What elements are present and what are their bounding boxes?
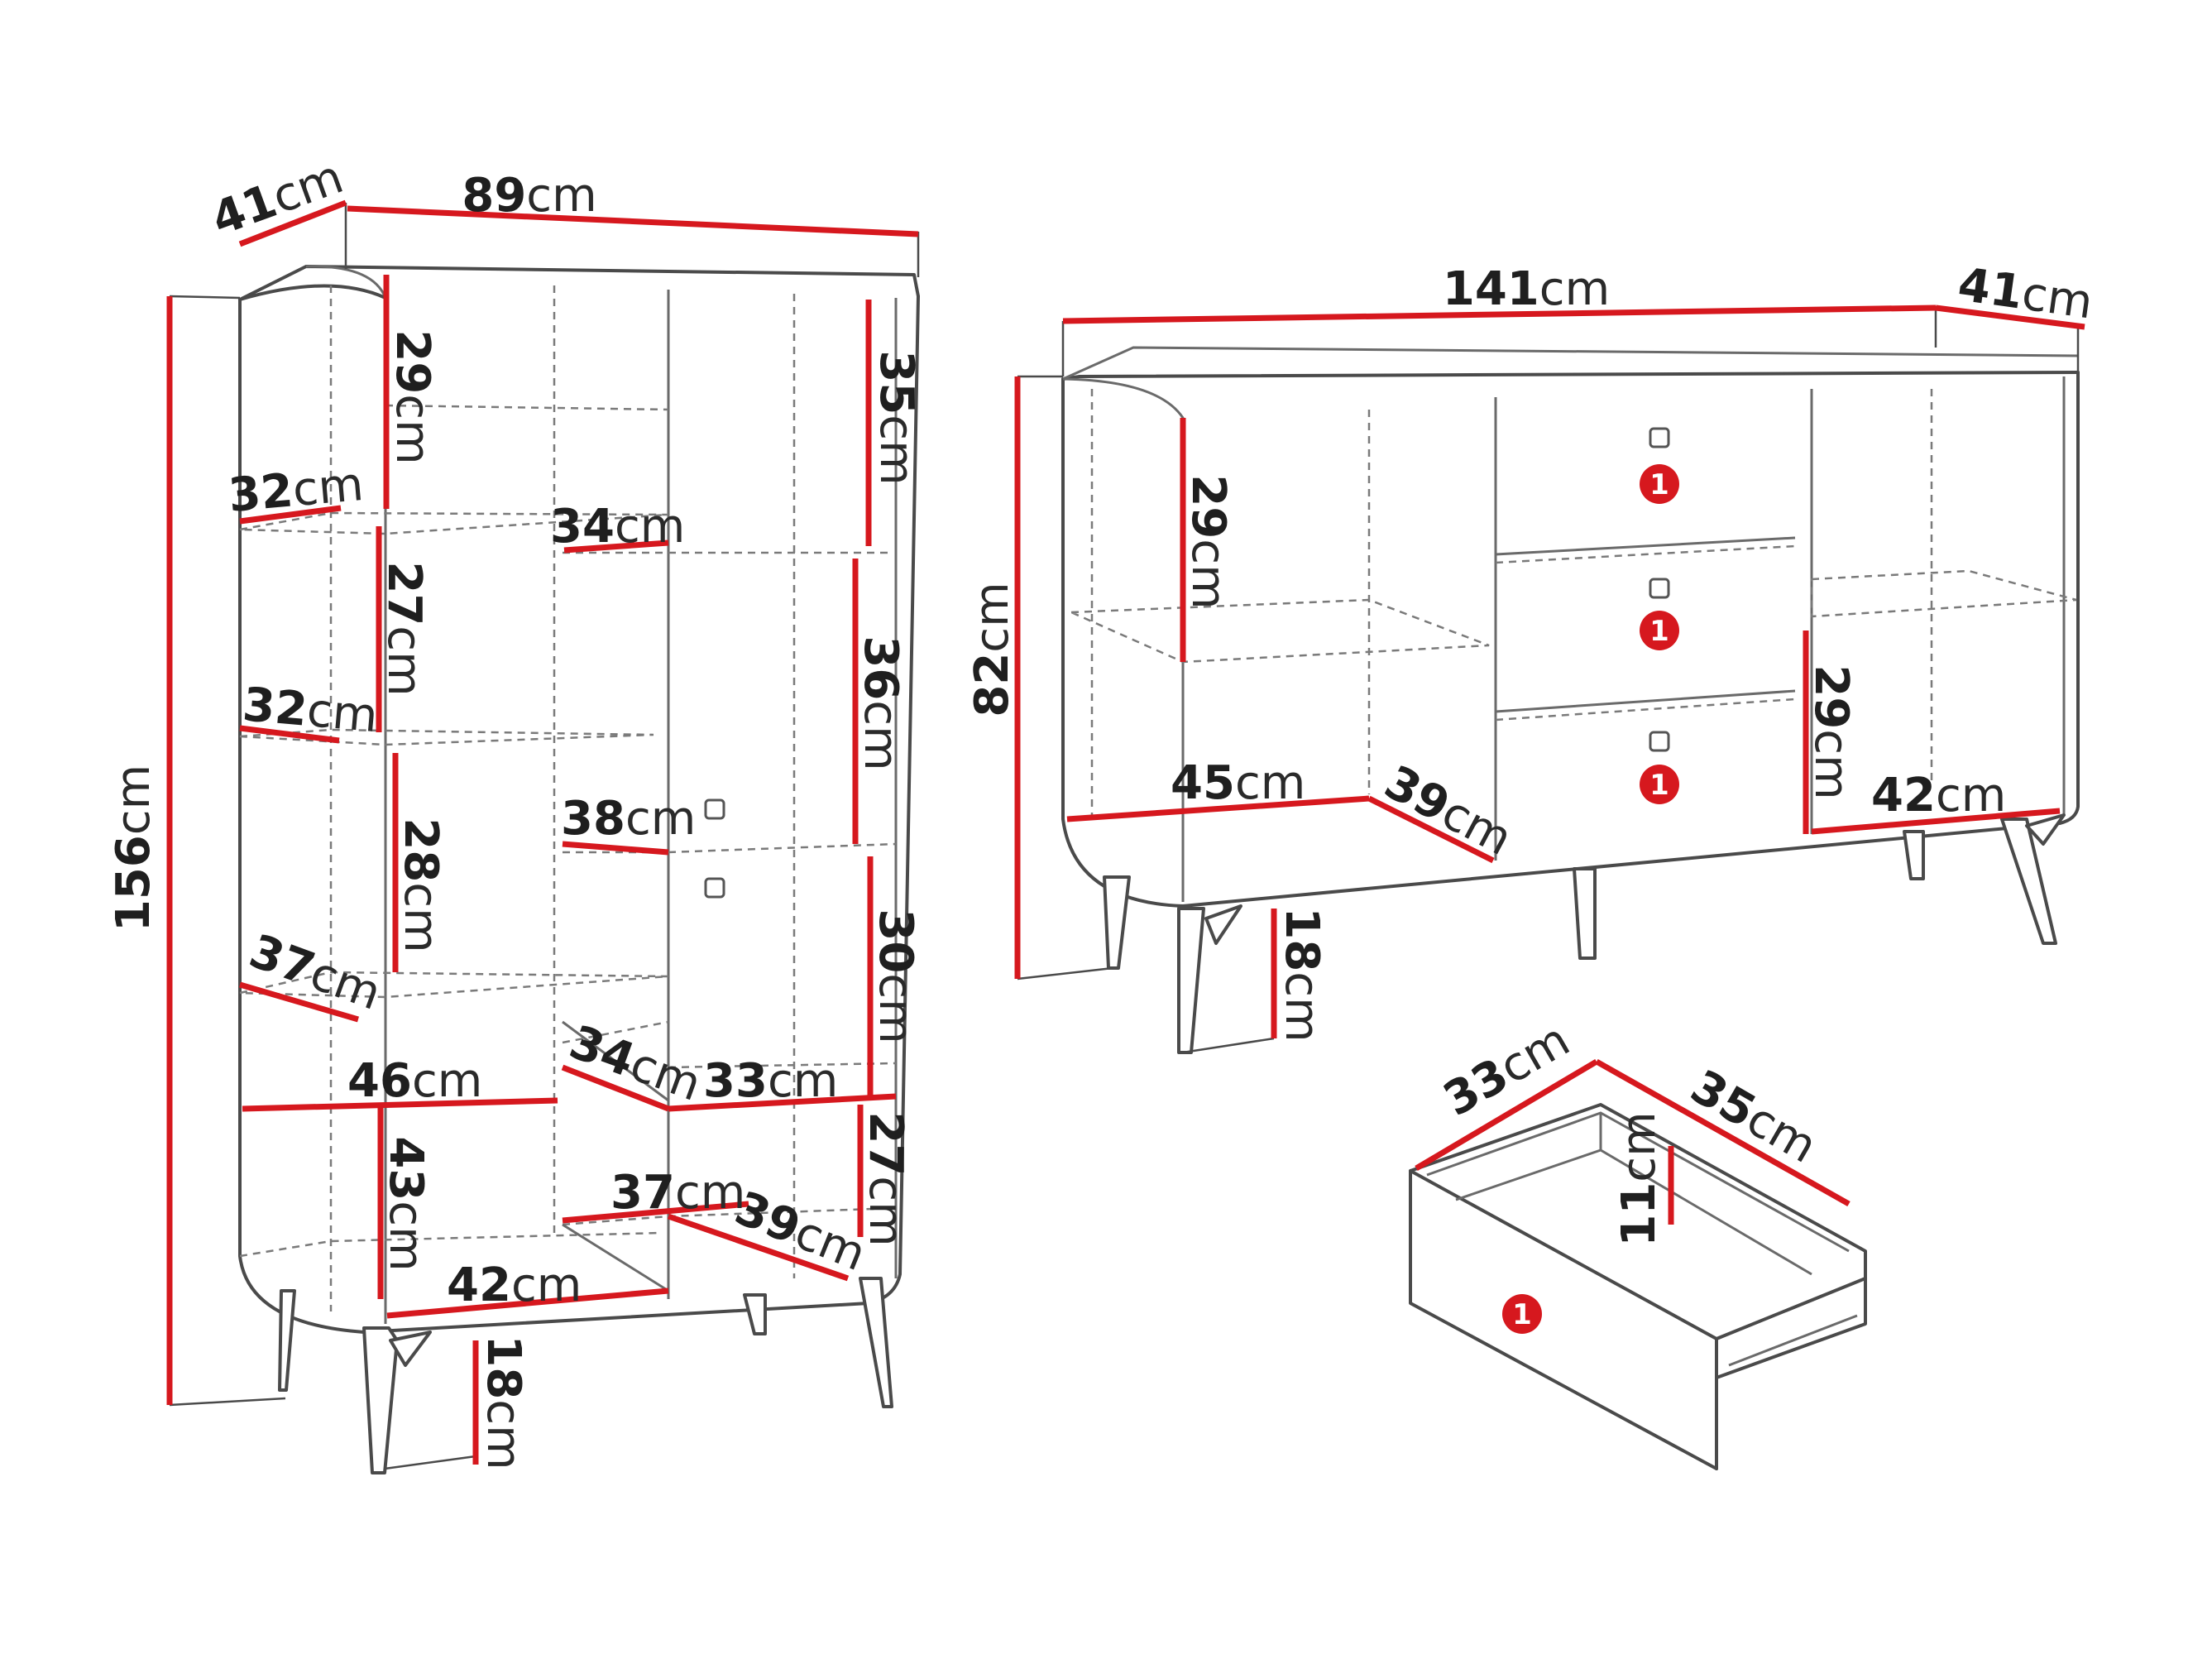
shelf-label: 28cm — [394, 818, 448, 952]
shelf-label: 27cm — [377, 561, 431, 696]
sideboard-width-line — [1062, 304, 1937, 324]
highboard-width-label: 89cm — [462, 169, 596, 223]
svg-text:1: 1 — [1649, 615, 1669, 648]
drawer-dimension-lines — [1415, 1058, 1851, 1225]
highboard-labels: 89cm 41cm 156cm 29cm 35cm 32cm 34cm 27cm… — [107, 150, 923, 1470]
shelf-label: 36cm — [854, 635, 907, 770]
drawer-badge: 1 — [1640, 464, 1679, 504]
drawer-badge: 1 — [1502, 1294, 1542, 1334]
shelf-label: 27cm — [859, 1111, 912, 1246]
svg-text:1: 1 — [1649, 468, 1669, 501]
compartment-label: 29cm — [1181, 474, 1235, 609]
shelf-label: 42cm — [447, 1259, 582, 1312]
drawer-width-label: 33cm — [1435, 1013, 1579, 1127]
drawer-height-label: 11cm — [1612, 1111, 1666, 1246]
shelf-label: 39cm — [728, 1182, 874, 1282]
shelf-label: 38cm — [561, 792, 696, 846]
highboard-depth-line — [238, 199, 347, 247]
sideboard-leg-label: 18cm — [1275, 907, 1329, 1042]
shelf-label: 32cm — [227, 458, 366, 523]
sideboard-height-label: 82cm — [965, 582, 1019, 717]
svg-text:1: 1 — [1649, 769, 1669, 802]
highboard-dimension-lines — [166, 199, 919, 1465]
shelf-label: 30cm — [869, 909, 922, 1043]
compartment-label: 39cm — [1376, 755, 1520, 866]
drawer-badge: 1 — [1640, 611, 1679, 650]
shelf-label: 35cm — [869, 350, 923, 485]
sideboard-width-label: 141cm — [1443, 262, 1610, 316]
highboard-width-line — [347, 205, 919, 237]
highboard-height-label: 156cm — [107, 765, 160, 932]
compartment-label: 45cm — [1171, 756, 1305, 810]
shelf-label: 37cm — [610, 1166, 745, 1220]
sideboard-dimension-lines — [1014, 304, 2085, 1038]
shelf-label: 46cm — [347, 1054, 482, 1108]
shelf-label: 34cm — [550, 500, 685, 554]
highboard-leg-label: 18cm — [476, 1335, 530, 1470]
drawer-depth-line — [1595, 1058, 1851, 1207]
drawer-depth-label: 35cm — [1682, 1060, 1826, 1174]
sideboard-depth-line — [1935, 304, 2085, 330]
drawer-width-line — [1415, 1058, 1598, 1172]
shelf-label: 43cm — [379, 1136, 433, 1271]
highboard-cabinet — [169, 203, 920, 1474]
drawer-badge: 1 — [1640, 765, 1679, 804]
shelf-label: 29cm — [385, 329, 439, 464]
svg-text:1: 1 — [1512, 1298, 1532, 1331]
sideboard-depth-label: 41cm — [1955, 257, 2096, 329]
drawer-box: 1 — [1409, 1103, 1867, 1470]
drawer-labels: 33cm 35cm 11cm — [1435, 1013, 1826, 1246]
sideboard-cabinet: 1 1 1 — [1017, 306, 2080, 1054]
shelf-label: 33cm — [703, 1054, 838, 1108]
sideboard-labels: 141cm 41cm 82cm 29cm 45cm 39cm 29cm 42cm… — [965, 257, 2096, 1042]
shelf-label: 32cm — [241, 678, 380, 743]
compartment-label: 29cm — [1804, 664, 1858, 799]
compartment-label: 42cm — [1871, 769, 2006, 822]
